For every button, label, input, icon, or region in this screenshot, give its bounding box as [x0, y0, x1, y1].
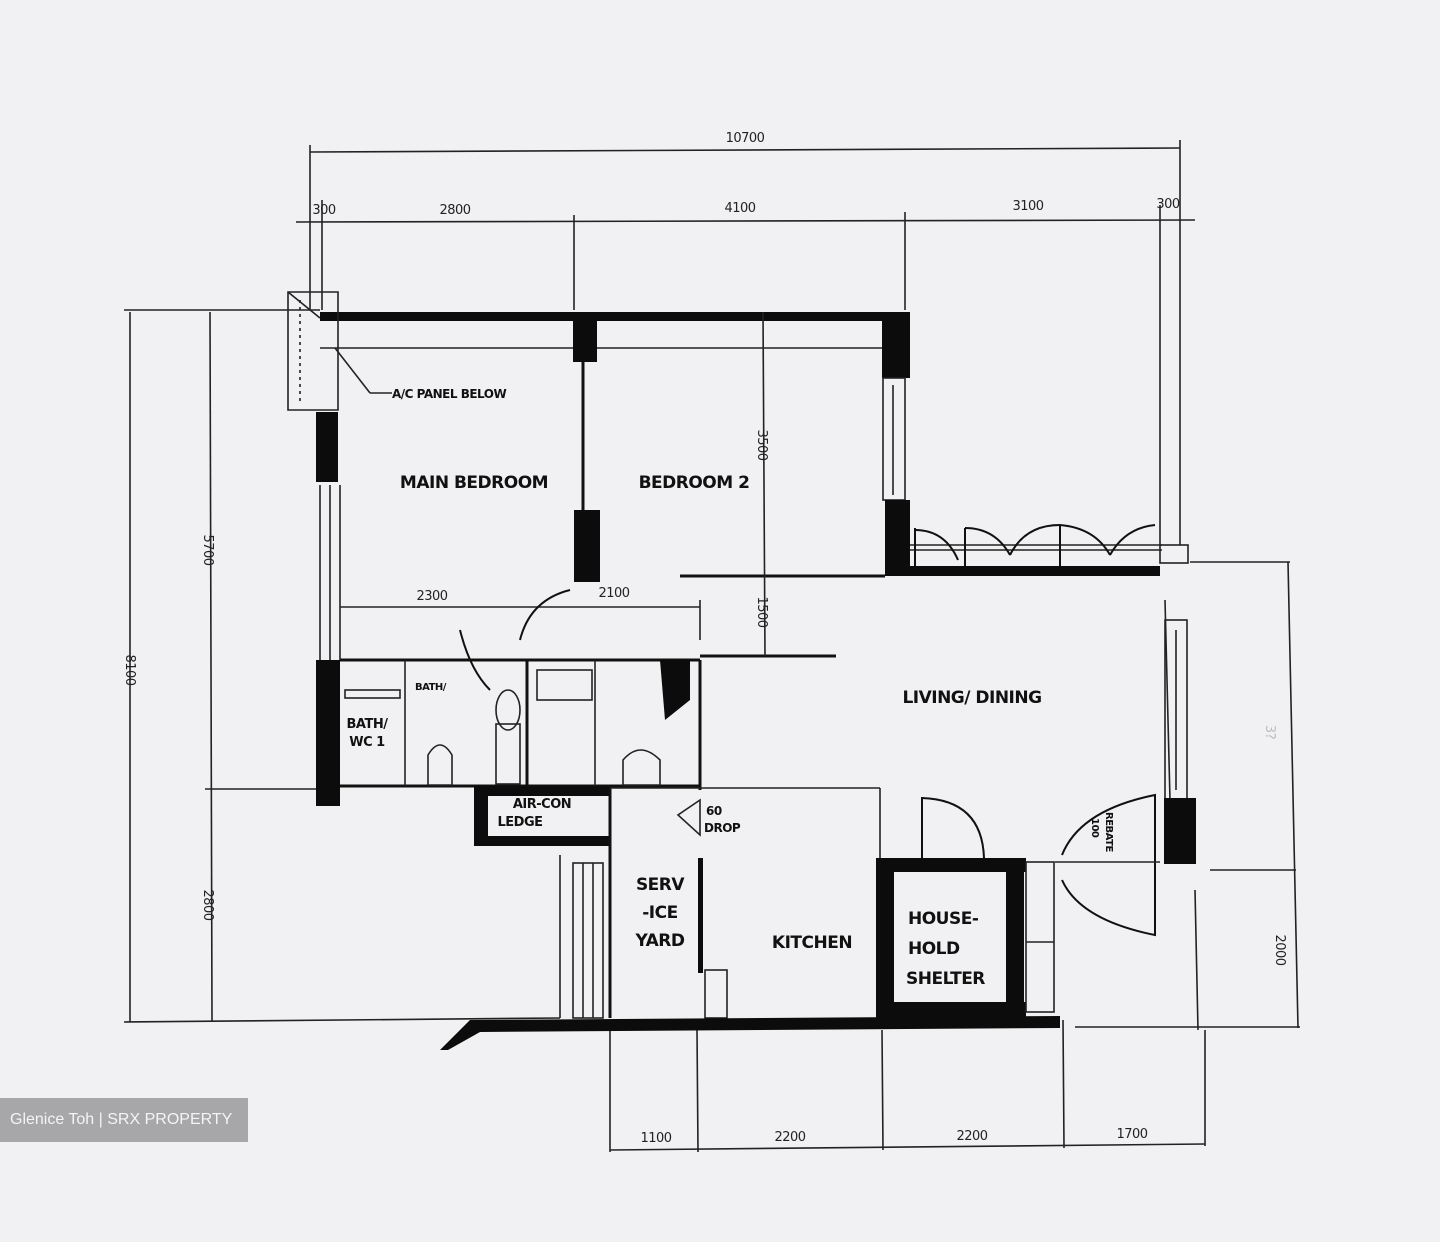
- room-bath-wc-2-line1: BATH/: [415, 682, 447, 693]
- dim-left-overall: 8100: [122, 654, 137, 685]
- room-living-dining: LIVING/ DINING: [902, 688, 1041, 708]
- dim-corridor-depth: 1500: [754, 596, 769, 627]
- bottom-dimensions: 1100 2200 2200 1700: [609, 1019, 1206, 1153]
- watermark-label: Glenice Toh | SRX PROPERTY: [0, 1098, 248, 1142]
- ac-panel-note: A/C PANEL BELOW: [392, 387, 506, 401]
- dim-bottom-seg-4: 1700: [1116, 1127, 1147, 1142]
- dim-bath1-width: 2300: [416, 589, 447, 604]
- room-bath-wc-1-line2: WC 1: [349, 735, 385, 750]
- drop-note-line1: 60: [706, 804, 722, 818]
- drop-note-line2: DROP: [704, 821, 741, 835]
- dim-top-seg-3: 4100: [724, 201, 755, 216]
- dim-bottom-seg-2: 2200: [774, 1130, 805, 1145]
- room-kitchen: KITCHEN: [772, 933, 852, 953]
- room-labels: A/C PANEL BELOW MAIN BEDROOM BEDROOM 2 L…: [334, 347, 1114, 989]
- dim-right-seg-2: 2000: [1272, 934, 1287, 965]
- dim-bottom-seg-1: 1100: [640, 1131, 671, 1146]
- dim-top-seg-2: 2800: [439, 203, 470, 218]
- room-household-shelter-line3: SHELTER: [906, 969, 985, 989]
- room-service-yard-line3: YARD: [634, 931, 684, 951]
- dim-left-seg-1: 5700: [200, 534, 215, 565]
- inner-dimensions: 2300 2100 3500 1500: [416, 311, 769, 657]
- dim-top-overall: 10700: [726, 131, 765, 146]
- room-aircon-ledge-line2: LEDGE: [497, 815, 542, 830]
- dim-bath2-width: 2100: [598, 586, 629, 601]
- room-main-bedroom: MAIN BEDROOM: [400, 473, 548, 493]
- dim-right-seg-1: 3?: [1262, 725, 1277, 739]
- dim-top-seg-1: 300: [312, 203, 336, 218]
- dim-bedroom2-depth: 3500: [754, 429, 769, 460]
- dim-left-seg-2: 2800: [200, 889, 215, 920]
- room-household-shelter-line1: HOUSE-: [908, 909, 979, 929]
- room-bath-wc-1-line1: BATH/: [347, 717, 389, 732]
- walls: [287, 291, 1196, 1050]
- dim-top-seg-4: 3100: [1012, 199, 1043, 214]
- left-dimensions: 8100 5700 2800: [122, 309, 561, 1023]
- room-service-yard-line1: SERV: [636, 875, 685, 895]
- dim-bottom-seg-3: 2200: [956, 1129, 987, 1144]
- room-service-yard-line2: -ICE: [642, 903, 677, 923]
- room-bedroom-2: BEDROOM 2: [639, 473, 750, 493]
- entrance-note-line2: REBATE: [1103, 812, 1114, 852]
- right-dimensions: 3? 2000: [1075, 561, 1300, 1031]
- room-aircon-ledge-line1: AIR-CON: [513, 797, 571, 812]
- dim-top-seg-5: 300: [1156, 197, 1180, 212]
- room-household-shelter-line2: HOLD: [908, 939, 960, 959]
- entrance-note-line1: 100: [1089, 818, 1100, 838]
- top-dimensions: 10700 300 2800 4100 3100 300: [295, 131, 1196, 545]
